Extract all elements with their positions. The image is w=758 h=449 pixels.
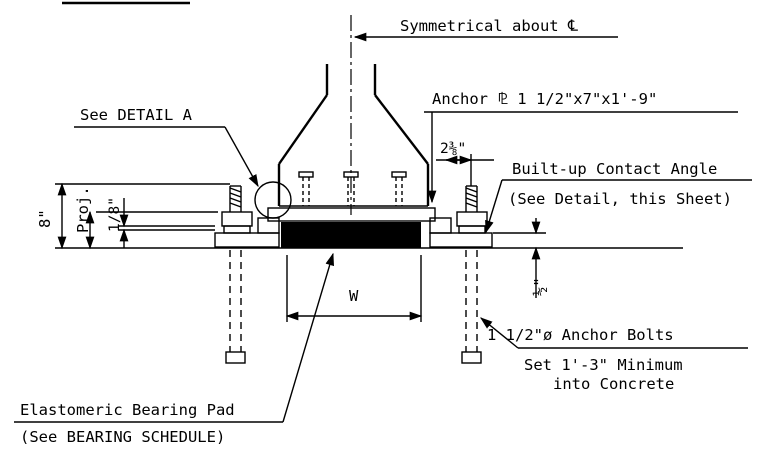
into-concrete-label: into Concrete: [553, 375, 674, 393]
symmetrical-label: Symmetrical about ℄: [400, 17, 579, 35]
elastomeric-bearing-pad: [281, 222, 421, 248]
left-anchor-assembly: [214, 185, 280, 364]
right-anchor-assembly: [429, 185, 493, 364]
anchor-plate: [267, 207, 436, 222]
proj-label: Proj.: [74, 186, 92, 233]
contact-angle-ref: (See Detail, this Sheet): [508, 190, 732, 208]
detail-a-label: See DETAIL A: [80, 106, 193, 124]
dim-w: W: [349, 287, 359, 305]
set-minimum-label: Set 1'-3" Minimum: [524, 356, 683, 374]
headed-studs: [298, 171, 407, 206]
anchor-bolts-label: 1 1/2"ø Anchor Bolts: [487, 326, 674, 344]
bearing-pad-label: Elastomeric Bearing Pad: [20, 401, 235, 419]
dim-2-3-8: 2⅜": [440, 141, 466, 157]
dim-8: 8": [36, 209, 54, 228]
dim-1-8: 1/8": [107, 197, 123, 232]
contact-angle-label: Built-up Contact Angle: [512, 160, 717, 178]
bearing-schedule-label: (See BEARING SCHEDULE): [20, 428, 225, 446]
dim-half: ½": [531, 277, 549, 296]
anchor-plate-label: Anchor ⅊ 1 1/2"x7"x1'-9": [432, 90, 657, 108]
detail-a-circle: [254, 181, 292, 219]
